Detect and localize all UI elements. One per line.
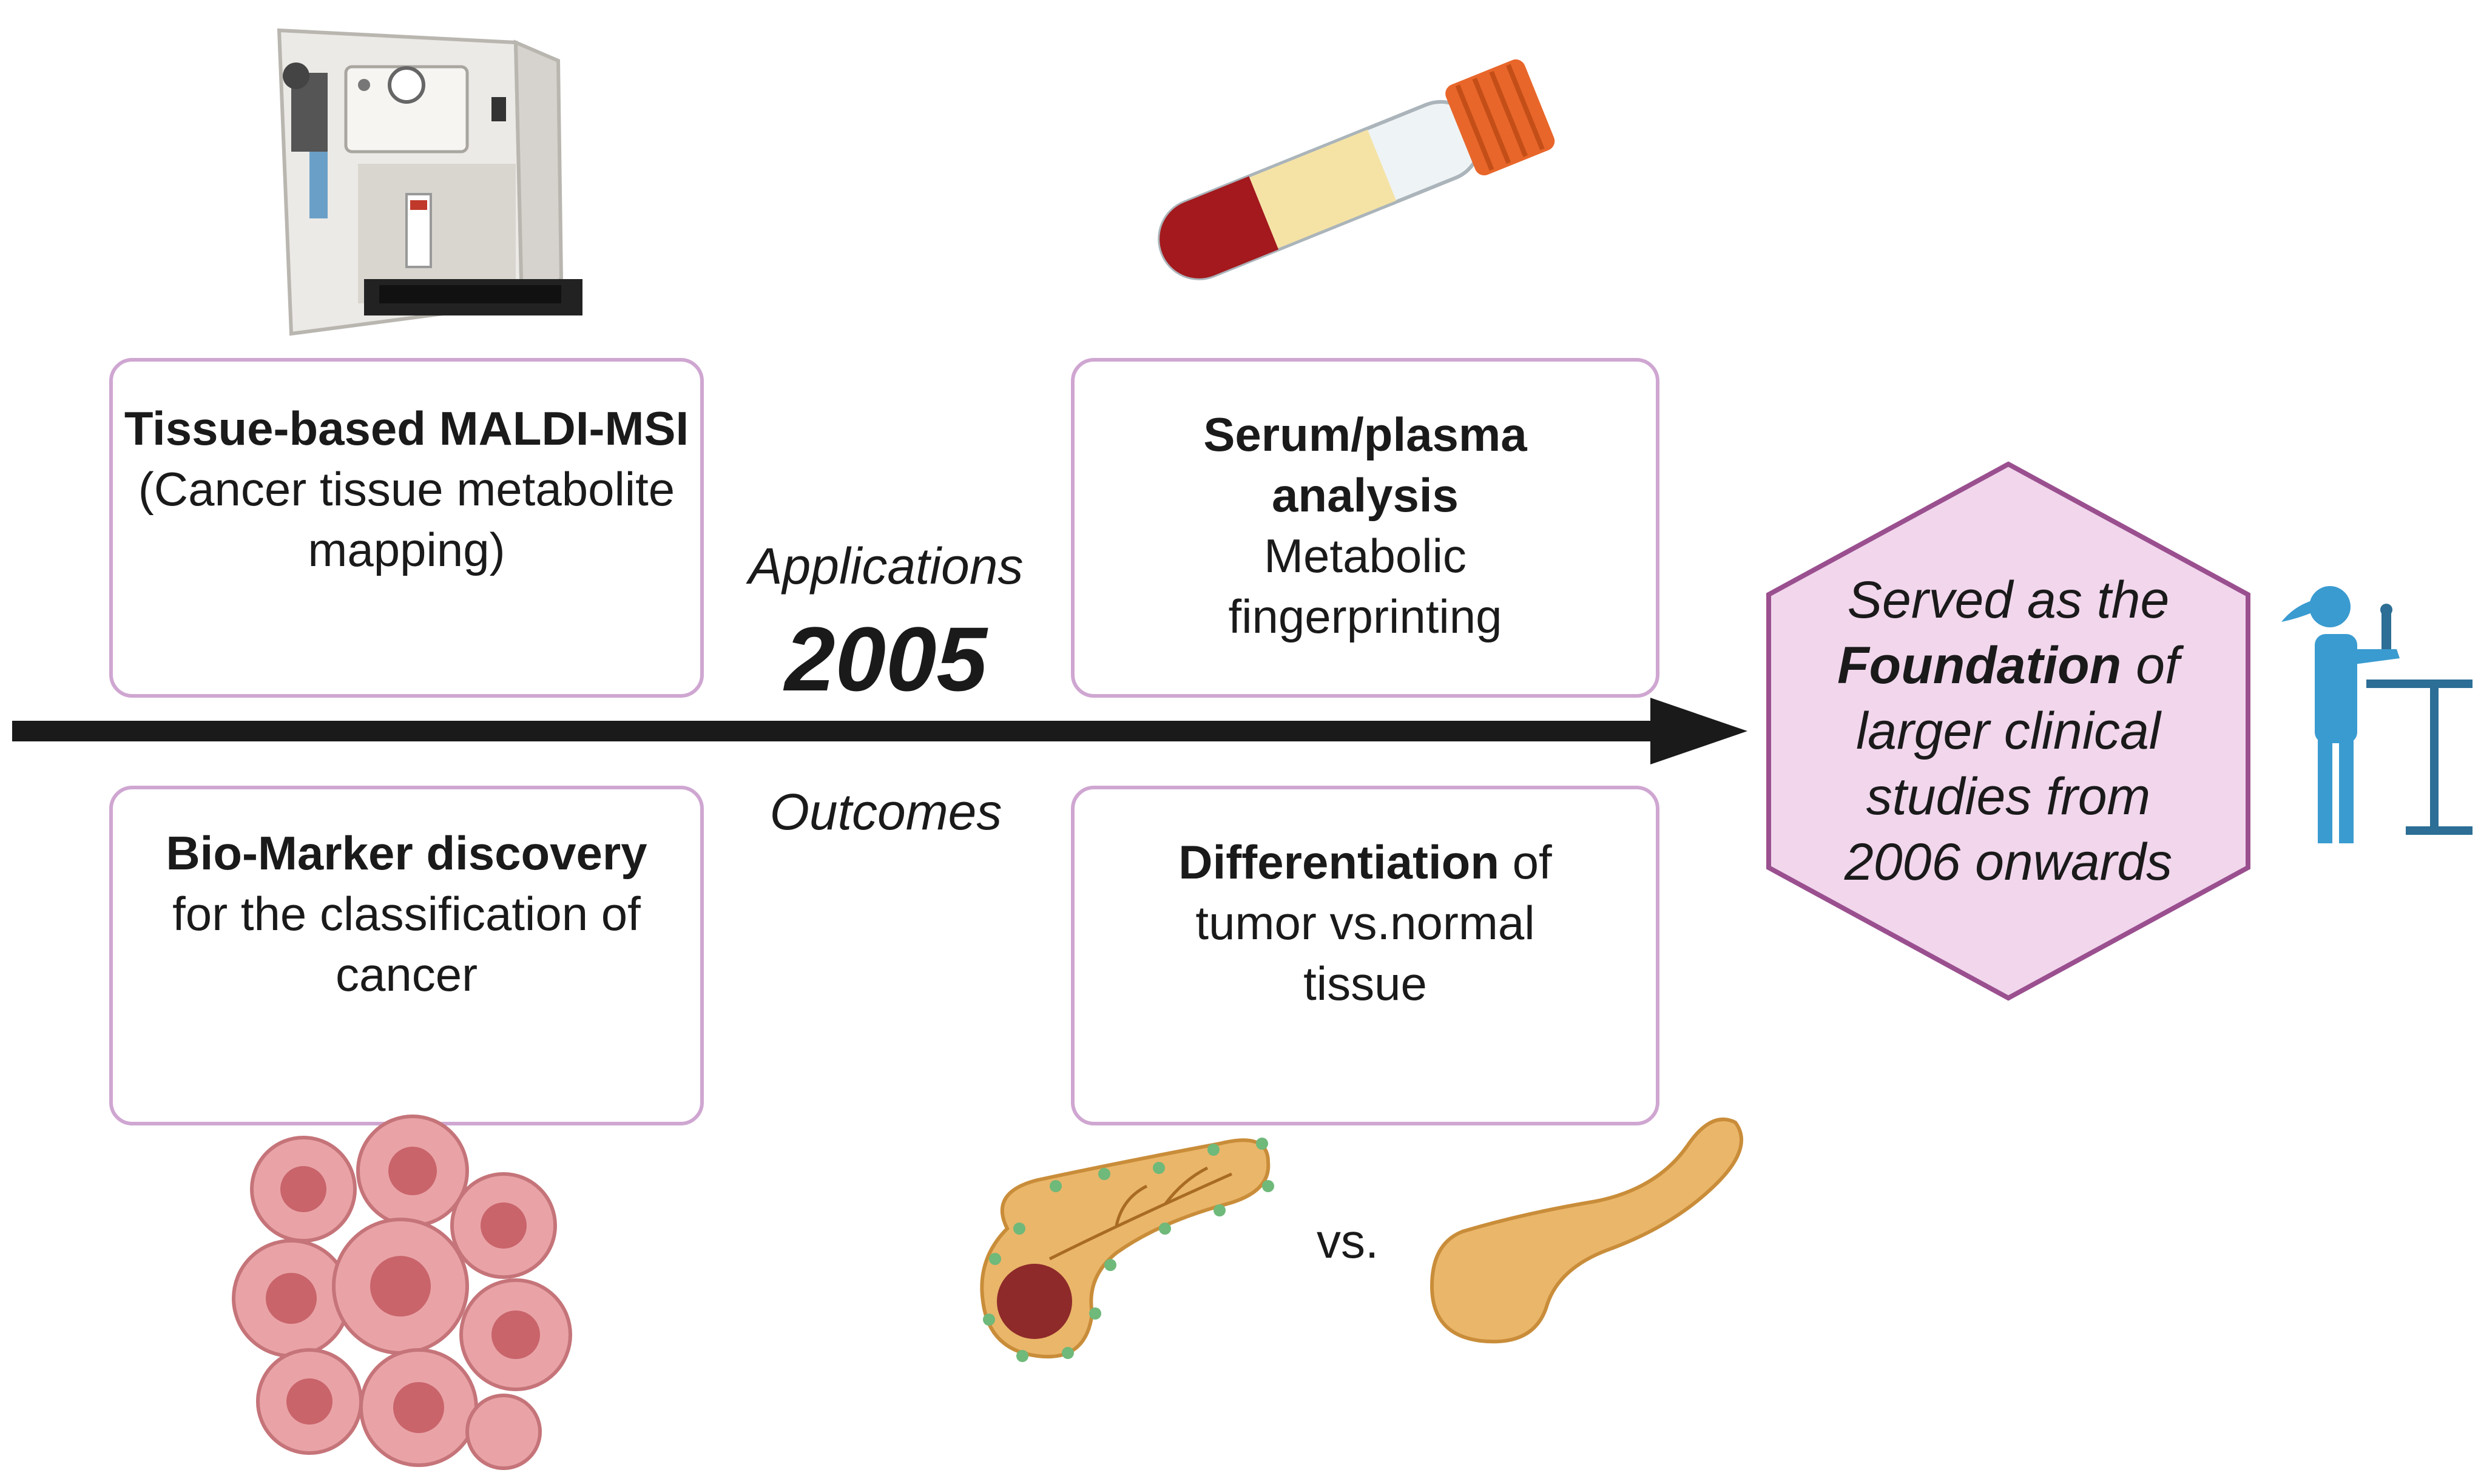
tissue-maldi-title: Tissue-based MALDI-MSI [124, 402, 689, 455]
foundation-hexagon [1766, 461, 2250, 1001]
hexagon-line1: Served as the [1847, 571, 2170, 629]
hexagon-text: Served as the Foundation of larger clini… [1796, 567, 2221, 895]
serum-plasma-title: Serum/plasma analysis [1203, 408, 1527, 522]
hexagon-of: of [2136, 636, 2179, 695]
outcomes-label: Outcomes [769, 783, 1002, 840]
biomarker-box: Bio-Marker discovery for the classificat… [109, 786, 704, 1125]
hexagon-foundation: Foundation [1837, 636, 2122, 695]
biomarker-title: Bio-Marker discovery [166, 826, 647, 880]
hexagon-line3: larger clinical [1856, 702, 2161, 760]
hexagon-line2: Foundation of [1796, 633, 2221, 698]
blood-tube-icon [1158, 59, 1555, 280]
scientist-icon [2281, 586, 2473, 843]
tumor-pancreas-icon [980, 1138, 1274, 1362]
cancer-cells-icon [232, 1115, 572, 1470]
differentiation-title: Differentiation [1178, 835, 1499, 889]
serum-plasma-desc: Metabolic fingerprinting [1228, 529, 1502, 643]
year-label: 2005 [785, 608, 987, 710]
differentiation-title-line: Differentiation of [1141, 832, 1589, 892]
serum-plasma-box: Serum/plasma analysis Metabolic fingerpr… [1071, 358, 1659, 698]
timeline-arrow [12, 698, 1747, 764]
hexagon-line4: studies from [1866, 767, 2151, 826]
biomarker-desc: for the classification of cancer [172, 887, 641, 1001]
vs-label: vs. [1317, 1214, 1379, 1268]
maldi-instrument-icon [277, 28, 582, 336]
normal-pancreas-icon [1430, 1118, 1743, 1344]
applications-label: Applications [748, 538, 1024, 595]
differentiation-title-suffix: of [1512, 835, 1552, 889]
differentiation-box: Differentiation of tumor vs.normal tissu… [1071, 786, 1659, 1125]
hexagon-line5: 2006 onwards [1844, 833, 2173, 891]
tissue-maldi-box: Tissue-based MALDI-MSI (Cancer tissue me… [109, 358, 704, 698]
tissue-maldi-desc: (Cancer tissue metabolite mapping) [138, 462, 675, 576]
differentiation-desc: tumor vs.normal tissue [1195, 896, 1535, 1010]
